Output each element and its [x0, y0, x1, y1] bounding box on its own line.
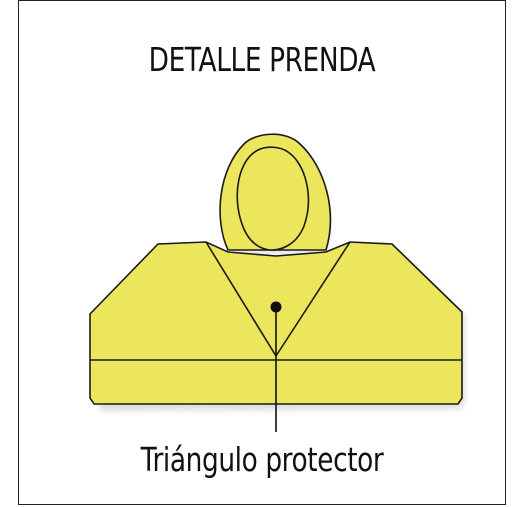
diagram-title: DETALLE PRENDA — [148, 40, 376, 79]
hood-inner — [236, 146, 310, 251]
callout-label: Triángulo protector — [140, 440, 384, 479]
yoke-line-left — [205, 241, 277, 357]
yoke-line-right — [275, 241, 351, 357]
